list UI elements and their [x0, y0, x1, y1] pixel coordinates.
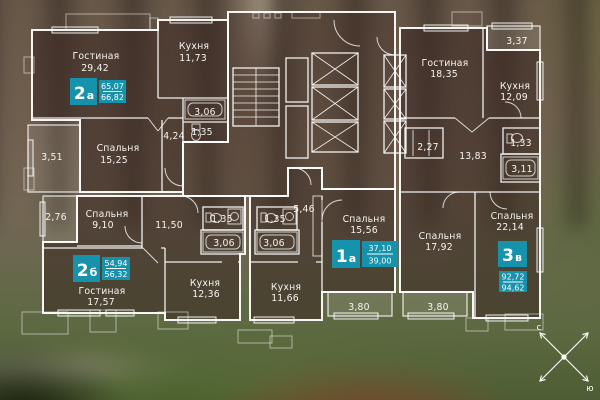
room-area: 9,10 [92, 220, 114, 231]
service-duct [285, 57, 309, 103]
apartment-code-letter: б [90, 266, 98, 279]
svg-text:2б: 2б [77, 261, 98, 281]
compass-south-label: ю [586, 384, 593, 394]
common-core-area [182, 11, 396, 197]
room-area: 15,56 [350, 225, 378, 236]
room-area: 3,11 [511, 164, 533, 175]
compass-north-label: с [537, 323, 542, 333]
area-top: 37,10 [369, 244, 392, 253]
room-area: 11,73 [179, 53, 207, 64]
apartment-code-letter: а [87, 89, 94, 102]
bath-fixtures [184, 99, 539, 253]
bath-2b [200, 229, 246, 255]
room-labels: Гостиная 29,42 Кухня 11,73 Спальня 15,25… [41, 36, 533, 313]
room-label: Кухня [179, 41, 209, 52]
room-label: Спальня [491, 211, 534, 222]
staircase [232, 67, 280, 127]
room-area: 4,24 [163, 131, 185, 142]
bathtub [502, 156, 539, 180]
area-bottom: 66,82 [101, 93, 124, 102]
bathtub [202, 231, 244, 253]
room-label: Кухня [271, 282, 301, 293]
room-label: Гостиная [79, 286, 126, 297]
apartment-code-digit: 1 [336, 247, 348, 267]
room-area: 17,92 [425, 242, 453, 253]
apartment-code-letter: а [349, 252, 356, 265]
room-label: Кухня [500, 81, 530, 92]
area-top: 54,94 [105, 259, 128, 268]
room-area: 3,80 [348, 302, 370, 313]
room-area: 3,06 [263, 238, 285, 249]
area-bottom: 94,62 [502, 284, 525, 293]
door-arcs [124, 19, 522, 264]
loggia-2_76 [42, 195, 78, 243]
apartment-badge-2b[interactable]: 2б 54,94 56,32 [73, 255, 130, 282]
service-duct [285, 105, 309, 159]
interior-walls [32, 28, 541, 318]
room-area: 11,50 [155, 220, 183, 231]
bath-1a [254, 229, 300, 255]
balcony-3_80-right [402, 291, 468, 317]
facade-details [21, 11, 544, 349]
room-label: Гостиная [73, 51, 120, 62]
room-label: Спальня [343, 214, 386, 225]
area-bottom: 39,00 [369, 257, 392, 266]
closet-2_27 [404, 127, 444, 159]
room-label: Гостиная [422, 58, 469, 69]
apartment-code-digit: 2 [77, 261, 89, 281]
room-area: 29,42 [81, 63, 109, 74]
bathtub [184, 99, 226, 120]
apartment-code-digit: 2 [74, 84, 86, 104]
room-area: 12,36 [192, 289, 220, 300]
room-area: 3,06 [194, 107, 216, 118]
washing-machine [227, 208, 242, 225]
apartment-code-digit: 3 [502, 246, 514, 266]
room-area: 2,76 [45, 212, 67, 223]
svg-text:1а: 1а [336, 247, 356, 267]
svg-text:3в: 3в [502, 246, 522, 266]
balcony-3_80-left [327, 291, 393, 317]
loggia-3_51 [27, 124, 81, 193]
room-label: Спальня [97, 143, 140, 154]
room-label: Спальня [86, 209, 129, 220]
washing-machine [282, 208, 297, 225]
bath-3_11 [500, 153, 541, 183]
room-label: Спальня [419, 231, 462, 242]
elevator-shafts [285, 52, 407, 257]
balcony-3_37 [486, 25, 541, 51]
apartment-code-letter: в [515, 251, 522, 264]
area-top: 65,07 [101, 82, 124, 91]
svg-text:2а: 2а [74, 84, 94, 104]
compass-icon: с ю [537, 323, 594, 394]
room-area: 3,51 [41, 152, 63, 163]
room-area: 22,14 [496, 222, 524, 233]
wardrobe-shelves [412, 130, 430, 156]
room-area: 1,35 [211, 214, 233, 225]
service-duct [312, 195, 323, 257]
area-top: 92,72 [502, 273, 525, 282]
room-area: 12,09 [500, 92, 528, 103]
room-area: 18,35 [430, 69, 458, 80]
area-bottom: 56,32 [105, 270, 128, 279]
room-area: 13,83 [459, 151, 487, 162]
room-label: Кухня [190, 278, 220, 289]
apartment-badge-2a[interactable]: 2а 65,07 66,82 [70, 78, 126, 105]
room-area: 2,27 [417, 142, 439, 153]
apartment-badge-3v[interactable]: 3в 92,72 94,62 [498, 241, 527, 293]
room-area: 17,57 [87, 297, 115, 308]
bathtub [256, 231, 298, 253]
room-area: 3,37 [506, 36, 528, 47]
room-area: 11,66 [271, 293, 299, 304]
room-area: 1,33 [510, 138, 532, 149]
balconies [27, 25, 541, 317]
room-area: 15,25 [100, 155, 128, 166]
room-area: 3,80 [427, 302, 449, 313]
room-area: 1,35 [191, 127, 213, 138]
apartment-badge-1a[interactable]: 1а 37,10 39,00 [332, 240, 398, 268]
room-area: 3,06 [213, 238, 235, 249]
room-area: 5,46 [293, 204, 315, 215]
room-area: 1,35 [264, 214, 286, 225]
